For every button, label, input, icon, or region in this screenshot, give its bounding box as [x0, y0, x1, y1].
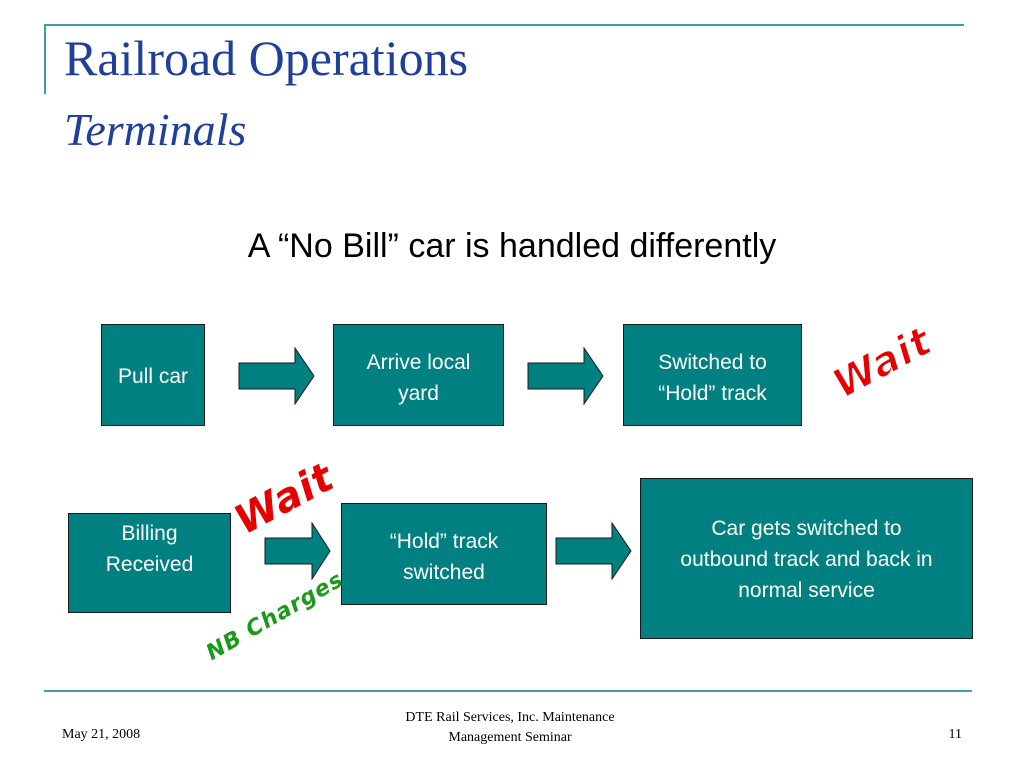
step-text-line: Arrive local: [366, 351, 471, 374]
left-rule: [44, 24, 46, 94]
footer-date: May 21, 2008: [62, 727, 141, 742]
slide-heading: A “No Bill” car is handled differently: [247, 227, 777, 265]
step-text-line: outbound track and back in: [680, 548, 933, 571]
step-text-line: Billing: [121, 522, 178, 545]
step-text-line: yard: [398, 382, 439, 405]
step-outbound-normal-service: Car gets switched to outbound track and …: [640, 478, 973, 639]
slide-title: Railroad Operations: [64, 30, 469, 86]
step-text-line: “Hold” track: [658, 382, 767, 405]
step-text-line: Car gets switched to: [711, 517, 902, 540]
step-text-line: switched: [403, 561, 485, 584]
step-switched-to-hold: Switched to “Hold” track: [623, 324, 802, 426]
step-billing-received: Billing Received: [68, 513, 231, 613]
step-hold-track-switched: “Hold” track switched: [341, 503, 547, 605]
arrow-right-icon: [555, 522, 632, 580]
step-text-line: Pull car: [117, 365, 189, 388]
step-text-line: normal service: [738, 579, 875, 602]
footer-org-line: DTE Rail Services, Inc. Maintenance: [405, 710, 615, 725]
bottom-rule: [44, 690, 972, 692]
footer-org-line: Management Seminar: [448, 730, 572, 745]
slide-subtitle: Terminals: [64, 104, 247, 155]
wait-stamp-top: Wait: [825, 317, 941, 409]
arrow-right-icon: [264, 522, 331, 580]
page-number: 11: [948, 727, 962, 742]
step-text-line: Switched to: [658, 351, 767, 374]
arrow-right-icon: [527, 347, 604, 405]
arrow-right-icon: [238, 347, 315, 405]
step-arrive-local-yard: Arrive local yard: [333, 324, 504, 426]
step-pull-car: Pull car: [101, 324, 205, 426]
top-rule: [44, 24, 964, 26]
step-text-line: Received: [105, 553, 194, 576]
step-text-line: “Hold” track: [389, 530, 499, 553]
footer-organization: DTE Rail Services, Inc. Maintenance Mana…: [340, 708, 680, 748]
